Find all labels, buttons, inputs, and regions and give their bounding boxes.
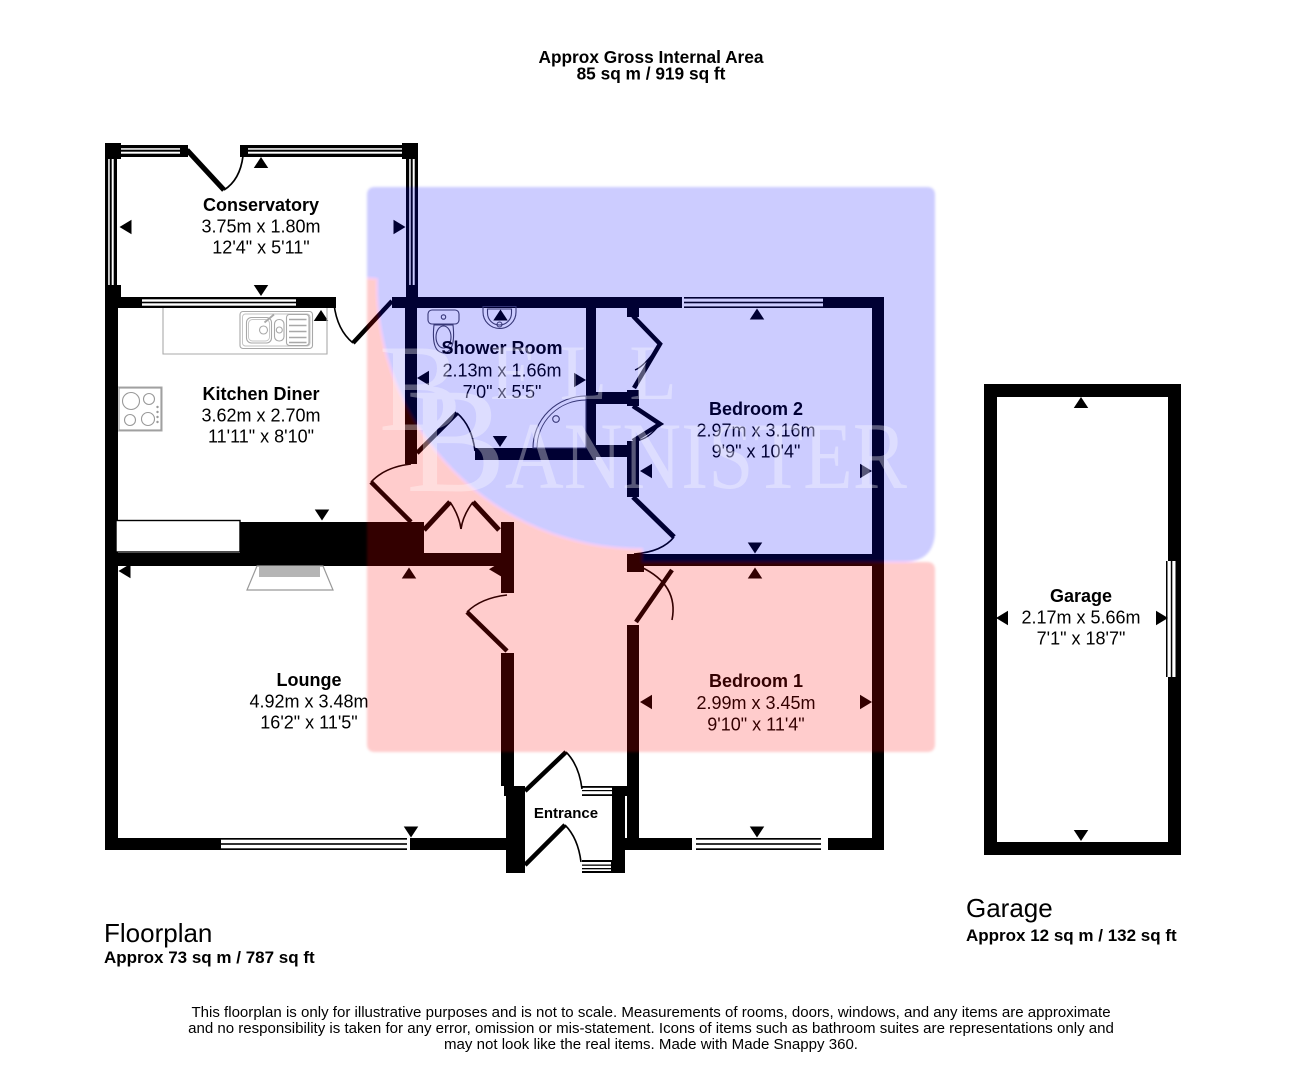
- svg-text:B: B: [406, 358, 506, 524]
- svg-text:11'11" x 8'10": 11'11" x 8'10": [208, 427, 314, 447]
- svg-text:Approx 73 sq m / 787 sq ft: Approx 73 sq m / 787 sq ft: [104, 948, 315, 967]
- svg-text:ELL: ELL: [490, 329, 699, 416]
- svg-text:2.17m x 5.66m: 2.17m x 5.66m: [1021, 608, 1140, 628]
- svg-text:Conservatory: Conservatory: [203, 195, 319, 215]
- svg-text:Kitchen Diner: Kitchen Diner: [202, 384, 319, 404]
- svg-text:Lounge: Lounge: [277, 670, 342, 690]
- svg-text:7'1" x 18'7": 7'1" x 18'7": [1037, 629, 1126, 649]
- svg-text:Garage: Garage: [1050, 586, 1112, 606]
- svg-text:Floorplan: Floorplan: [104, 918, 212, 948]
- svg-text:Approx 12 sq m / 132 sq ft: Approx 12 sq m / 132 sq ft: [966, 926, 1177, 945]
- svg-text:3.75m x 1.80m: 3.75m x 1.80m: [201, 217, 320, 237]
- svg-text:Entrance: Entrance: [534, 805, 598, 822]
- svg-text:12'4" x 5'11": 12'4" x 5'11": [212, 238, 309, 258]
- svg-text:Approx Gross Internal Area: Approx Gross Internal Area: [538, 47, 763, 67]
- svg-text:4.92m x 3.48m: 4.92m x 3.48m: [249, 692, 368, 712]
- svg-text:85 sq m / 919 sq ft: 85 sq m / 919 sq ft: [577, 64, 726, 84]
- svg-text:ANNISTER: ANNISTER: [505, 403, 908, 509]
- svg-text:Garage: Garage: [966, 893, 1053, 923]
- svg-text:3.62m x 2.70m: 3.62m x 2.70m: [201, 406, 320, 426]
- svg-text:This floorplan is only for ill: This floorplan is only for illustrative …: [191, 1004, 1110, 1021]
- svg-text:and no responsibility is taken: and no responsibility is taken for any e…: [188, 1020, 1114, 1037]
- svg-text:16'2" x 11'5": 16'2" x 11'5": [260, 713, 357, 733]
- svg-text:B: B: [379, 320, 462, 457]
- svg-text:may not look like the real ite: may not look like the real items. Made w…: [444, 1036, 858, 1053]
